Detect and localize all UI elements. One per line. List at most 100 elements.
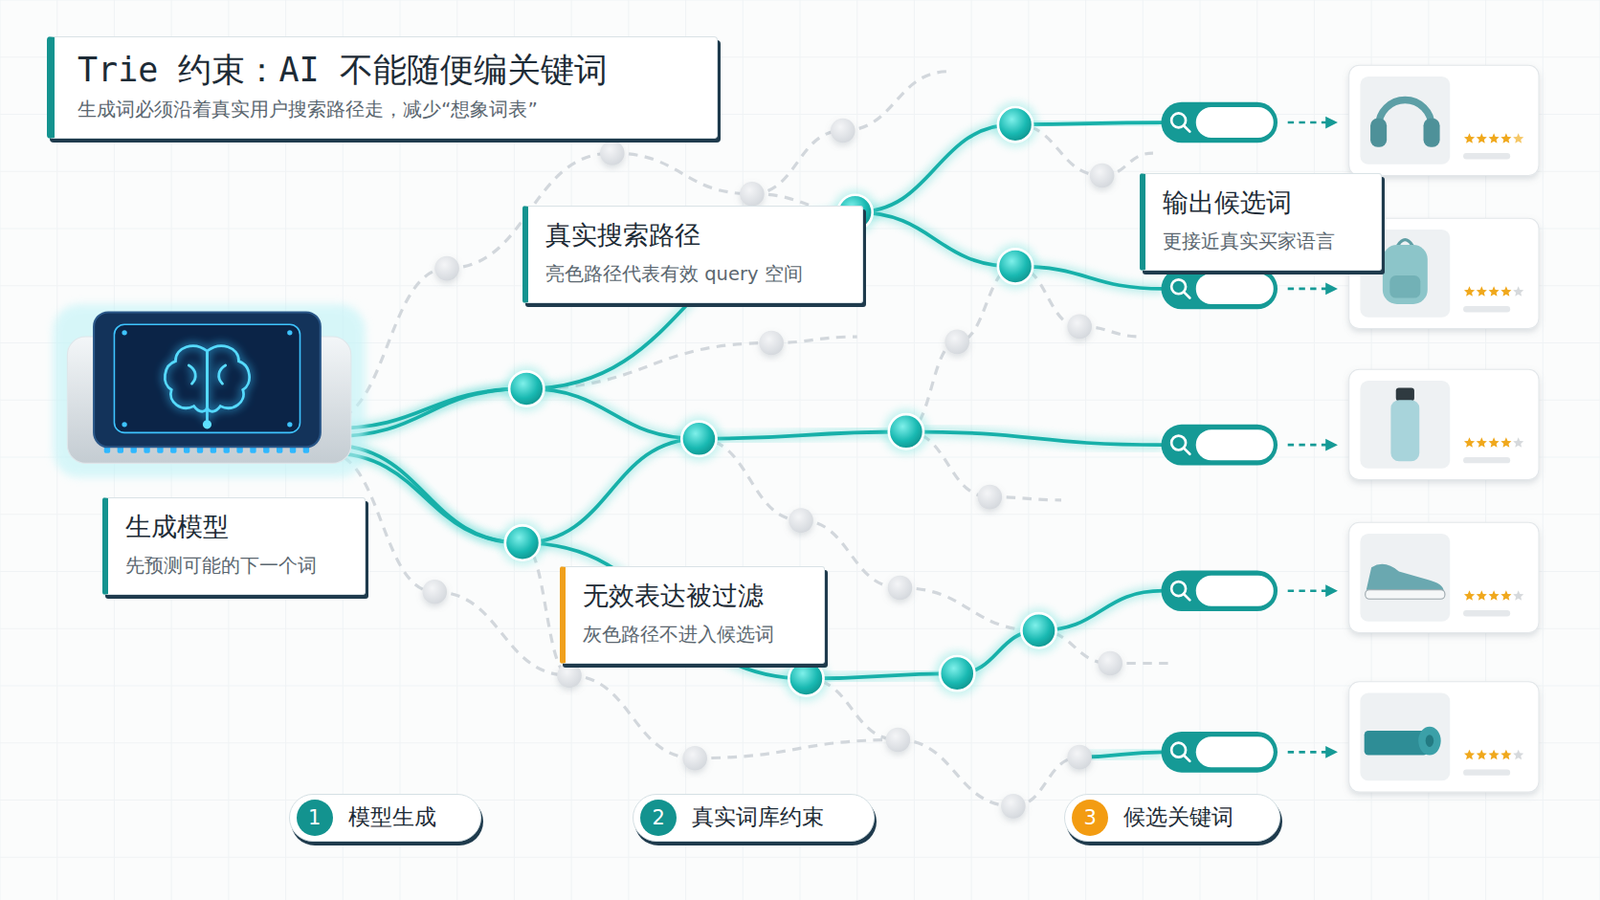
search-bar-body bbox=[1160, 732, 1278, 774]
card-body bbox=[1349, 682, 1539, 793]
chip-glow bbox=[52, 304, 365, 478]
callout-box: 输出候选词更接近真实买家语言 bbox=[1139, 173, 1382, 271]
ai-chip bbox=[52, 304, 365, 478]
brain-stroke bbox=[219, 365, 226, 384]
grey-dot bbox=[1066, 745, 1092, 771]
teal-dot-halo bbox=[883, 409, 929, 455]
brain-icon bbox=[164, 346, 249, 428]
rating-star bbox=[1488, 750, 1500, 761]
rating-star bbox=[1464, 750, 1475, 761]
teal-dot bbox=[888, 414, 924, 449]
step-label: 模型生成 bbox=[348, 802, 437, 833]
product-icon bbox=[1365, 564, 1445, 600]
grey-dot bbox=[1097, 651, 1123, 677]
dashed-arrow bbox=[1288, 589, 1328, 593]
valid-path-glow bbox=[1079, 752, 1163, 757]
invalid-path bbox=[612, 153, 753, 195]
rating-star bbox=[1488, 133, 1500, 144]
rating-star bbox=[1476, 286, 1488, 297]
arrow-head bbox=[1325, 746, 1338, 759]
grey-dot bbox=[977, 485, 1003, 511]
backpack-body bbox=[1382, 244, 1428, 305]
valid-path bbox=[698, 431, 906, 439]
headphone-band bbox=[1378, 100, 1432, 128]
callout-heading: 无效表达被过滤 bbox=[582, 578, 800, 613]
invalid-path bbox=[569, 675, 695, 758]
grid-line bbox=[1142, 0, 1144, 900]
valid-path bbox=[855, 212, 1016, 267]
rating-star bbox=[1464, 286, 1475, 297]
card-text-bar bbox=[1463, 153, 1511, 159]
step-number: 3 bbox=[1071, 800, 1109, 837]
card-image bbox=[1359, 380, 1450, 469]
valid-path-glow bbox=[526, 388, 699, 439]
brain-stroke-glow bbox=[206, 346, 249, 413]
arrow-head bbox=[1325, 584, 1338, 598]
grey-dot bbox=[1089, 163, 1115, 189]
search-bar bbox=[1160, 268, 1337, 311]
invalid-path bbox=[843, 71, 950, 132]
rating-star bbox=[1500, 133, 1512, 144]
callout-body: 亮色路径代表有效 query 空间 bbox=[545, 261, 840, 288]
invalid-path bbox=[1013, 757, 1080, 807]
magnifier-handle bbox=[1183, 291, 1190, 298]
teal-dot bbox=[998, 248, 1033, 284]
rating-star bbox=[1500, 590, 1512, 601]
dashed-arrow bbox=[1288, 751, 1328, 755]
rating-star bbox=[1488, 437, 1500, 448]
rating-star bbox=[1500, 437, 1512, 448]
callout-heading: 输出候选词 bbox=[1162, 185, 1358, 220]
search-field bbox=[1196, 273, 1274, 305]
title: Trie 约束：AI 不能随便编关键词 bbox=[77, 48, 690, 93]
grey-dot bbox=[556, 663, 582, 689]
dashed-arrow bbox=[1288, 444, 1328, 447]
search-bar-body bbox=[1160, 570, 1278, 612]
chip-pin bbox=[121, 422, 127, 427]
product-icon bbox=[1382, 240, 1428, 305]
step-label: 真实词库约束 bbox=[691, 802, 824, 833]
dashed-arrow bbox=[1288, 121, 1328, 125]
card-text-bar bbox=[1463, 457, 1511, 464]
teal-dot bbox=[681, 422, 716, 457]
rating-star bbox=[1512, 437, 1524, 448]
card-body bbox=[1349, 65, 1539, 176]
valid-path-glow bbox=[855, 212, 1016, 267]
brain-stroke-glow bbox=[164, 346, 207, 413]
card-body bbox=[1349, 369, 1539, 480]
teal-dot-halo bbox=[676, 416, 722, 462]
brain-stroke-glow bbox=[188, 365, 196, 384]
teal-dot bbox=[509, 371, 544, 406]
grey-dot bbox=[600, 140, 625, 166]
grid-line bbox=[1542, 0, 1544, 900]
product-card bbox=[1349, 522, 1539, 633]
valid-path-glow bbox=[855, 124, 1016, 213]
search-bar-body bbox=[1160, 102, 1278, 144]
teal-dot bbox=[788, 661, 823, 696]
grey-dot bbox=[739, 181, 765, 207]
grey-dot bbox=[422, 579, 447, 605]
magnifier-handle bbox=[1183, 755, 1190, 762]
product-icon bbox=[1370, 100, 1441, 148]
backpack-pocket bbox=[1389, 275, 1421, 298]
teal-dot-halo bbox=[993, 244, 1039, 289]
bottle-cap bbox=[1396, 387, 1415, 401]
valid-path bbox=[1079, 752, 1163, 757]
callout-box: 无效表达被过滤灰色路径不进入候选词 bbox=[559, 566, 824, 665]
brain-stroke bbox=[206, 346, 249, 413]
product-card bbox=[1349, 65, 1539, 176]
valid-path-glow bbox=[522, 439, 699, 544]
grid-line bbox=[856, 0, 858, 900]
valid-path bbox=[805, 673, 957, 679]
grid-line bbox=[742, 0, 744, 900]
search-field bbox=[1196, 429, 1274, 461]
callout-box: 真实搜索路径亮色路径代表有效 query 空间 bbox=[522, 205, 864, 304]
callout-box: 生成模型先预测可能的下一个词 bbox=[102, 497, 366, 596]
grid-line bbox=[1599, 0, 1600, 900]
search-bar-body bbox=[1160, 268, 1278, 311]
valid-path bbox=[855, 124, 1016, 213]
search-bar bbox=[1160, 102, 1337, 144]
card-image bbox=[1359, 533, 1450, 623]
grid-line bbox=[1313, 0, 1315, 900]
